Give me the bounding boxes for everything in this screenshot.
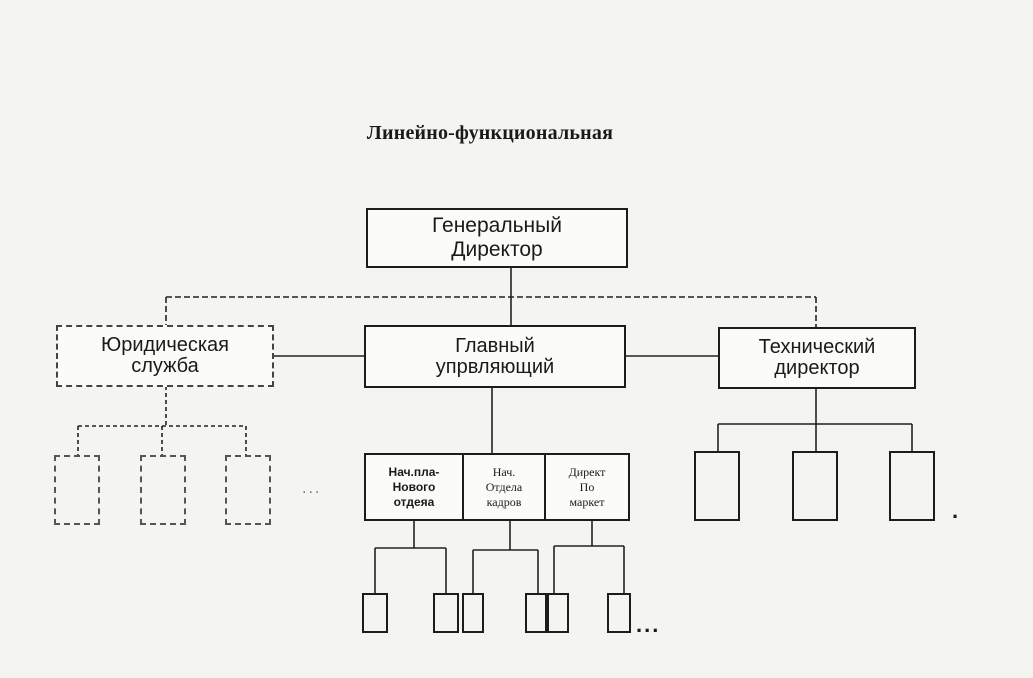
node-planning-head: Нач.пла- Нового отдеяа bbox=[364, 453, 464, 521]
node-label: Юридическая служба bbox=[100, 334, 230, 377]
leaf-node bbox=[525, 593, 547, 633]
node-label: Технический директор bbox=[758, 336, 876, 379]
node-hr-head: Нач. Отдела кадров bbox=[462, 453, 546, 521]
ellipsis-mark: ... bbox=[302, 480, 322, 497]
leaf-node bbox=[140, 455, 186, 525]
node-chief-manager: Главный упрвляющий bbox=[364, 325, 626, 388]
diagram-title: Линейно-функциональная bbox=[366, 122, 614, 144]
ellipsis-mark: ... bbox=[636, 612, 661, 637]
node-general-director: Генеральный Директор bbox=[366, 208, 628, 268]
node-marketing-director: Директ По маркет bbox=[544, 453, 630, 521]
stray-mark: . bbox=[952, 498, 961, 523]
leaf-node bbox=[889, 451, 935, 521]
node-label: Директ По маркет bbox=[568, 464, 606, 509]
node-label: Главный упрвляющий bbox=[435, 334, 555, 378]
node-label: Генеральный Директор bbox=[432, 214, 562, 261]
leaf-node bbox=[462, 593, 484, 633]
leaf-node bbox=[792, 451, 838, 521]
leaf-node bbox=[694, 451, 740, 521]
node-label: Нач. Отдела кадров bbox=[485, 464, 523, 509]
leaf-node bbox=[433, 593, 459, 633]
leaf-node bbox=[225, 455, 271, 525]
node-legal-service: Юридическая служба bbox=[56, 325, 274, 387]
leaf-node bbox=[362, 593, 388, 633]
node-technical-director: Технический директор bbox=[718, 327, 916, 389]
node-label: Нач.пла- Нового отдеяа bbox=[388, 464, 440, 509]
leaf-node bbox=[547, 593, 569, 633]
leaf-node bbox=[607, 593, 631, 633]
leaf-node bbox=[54, 455, 100, 525]
